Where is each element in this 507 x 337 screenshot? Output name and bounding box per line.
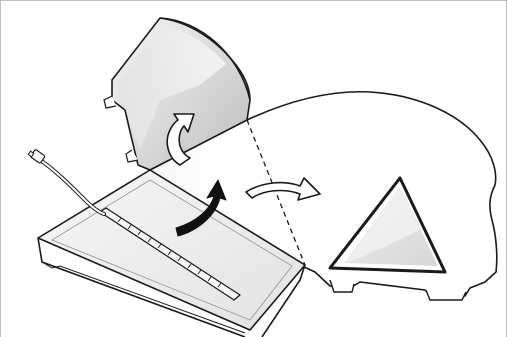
assembly-diagram (0, 0, 507, 337)
illustration-canvas (0, 0, 507, 337)
